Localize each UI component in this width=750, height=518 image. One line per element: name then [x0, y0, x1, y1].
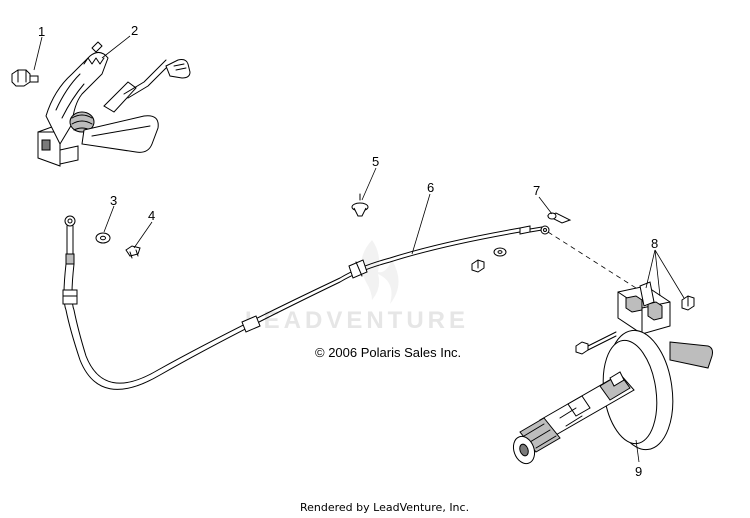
clip-part-4	[125, 245, 141, 259]
callout-3: 3	[110, 193, 117, 208]
clevis-pin-part-7	[546, 212, 572, 224]
nut-and-washer	[471, 247, 507, 273]
washer-part-3	[95, 232, 111, 244]
brake-cable-part-6	[62, 215, 550, 390]
callout-7: 7	[533, 183, 540, 198]
callout-1: 1	[38, 24, 45, 39]
callout-4: 4	[148, 208, 155, 223]
bolt-part-1	[11, 69, 39, 87]
callout-9: 9	[635, 464, 642, 479]
brake-pedal-assembly	[37, 41, 191, 167]
watermark-text: LEADVENTURE	[245, 307, 469, 334]
brake-disc-part-9	[512, 329, 674, 465]
leader-lines	[33, 35, 685, 463]
rendered-by-footer: Rendered by LeadVenture, Inc.	[300, 501, 469, 514]
watermark-logo	[361, 240, 399, 304]
callout-8: 8	[651, 236, 658, 251]
copyright-text: © 2006 Polaris Sales Inc.	[315, 345, 461, 360]
caliper-bracket-part-8	[575, 281, 713, 369]
assembly-line	[547, 231, 637, 289]
push-rivet-part-5	[351, 193, 369, 217]
callout-5: 5	[372, 154, 379, 169]
callout-2: 2	[131, 23, 138, 38]
callout-6: 6	[427, 180, 434, 195]
